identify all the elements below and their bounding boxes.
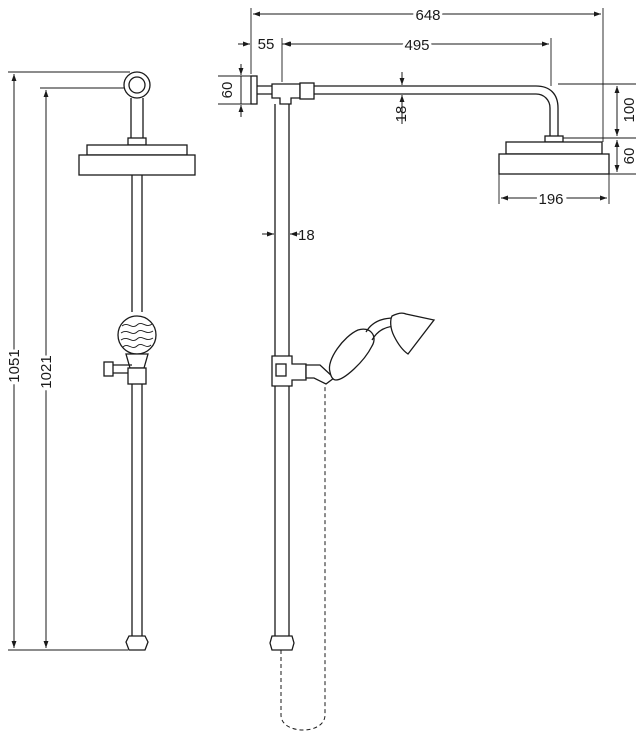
dim-label-head-diameter: 196 (538, 191, 563, 208)
dim-label-riser-pipe: 18 (298, 227, 315, 244)
dim-label-overall-width: 648 (415, 7, 440, 24)
side-arm-top (314, 85, 559, 136)
front-wall-bracket-inner (128, 76, 146, 94)
side-arm-bottom (314, 93, 551, 136)
side-top-tee (271, 83, 301, 105)
side-arm-nut (299, 82, 315, 100)
front-holder-clamp (125, 353, 149, 369)
side-bottom-nut (269, 635, 295, 651)
front-head-connector (127, 137, 147, 146)
side-head-connector (544, 135, 564, 143)
dim-label-head-thickness: 60 (621, 148, 638, 165)
side-wall-stub (257, 85, 272, 95)
dim-label-arm-pipe: 18 (393, 106, 410, 123)
side-view (250, 75, 610, 731)
dim-label-total-height: 1051 (6, 349, 23, 382)
front-outlet-nut (103, 361, 114, 377)
dim-label-arm-length: 495 (404, 37, 429, 54)
side-head-top (505, 141, 603, 155)
side-hose-elbow (305, 364, 336, 385)
side-holder-knob (275, 363, 287, 377)
front-handset-holder (117, 315, 157, 355)
side-riser-upper (274, 104, 290, 356)
side-flexible-hose (280, 385, 326, 731)
front-handset-face (120, 322, 154, 349)
dimensions: 648 55 495 60 18 100 60 1 (3, 4, 638, 651)
front-riser-upper (131, 175, 143, 312)
front-head-body (78, 154, 196, 176)
dim-label-arm-height: 60 (219, 82, 236, 99)
side-riser-lower (274, 386, 290, 636)
side-head-body (498, 153, 610, 175)
side-handset-head (390, 312, 436, 355)
front-bottom-nut (125, 635, 149, 651)
front-arm-drop (130, 98, 144, 138)
side-wall-plate (250, 75, 258, 105)
dim-label-head-drop: 100 (621, 97, 638, 122)
front-outlet-body (127, 367, 147, 385)
side-handset-handle (328, 328, 375, 381)
front-riser-lower (131, 384, 143, 636)
front-head-top (86, 144, 188, 156)
front-view (78, 71, 196, 651)
dim-label-riser-height: 1021 (38, 355, 55, 388)
dim-label-wall-offset: 55 (258, 36, 275, 53)
